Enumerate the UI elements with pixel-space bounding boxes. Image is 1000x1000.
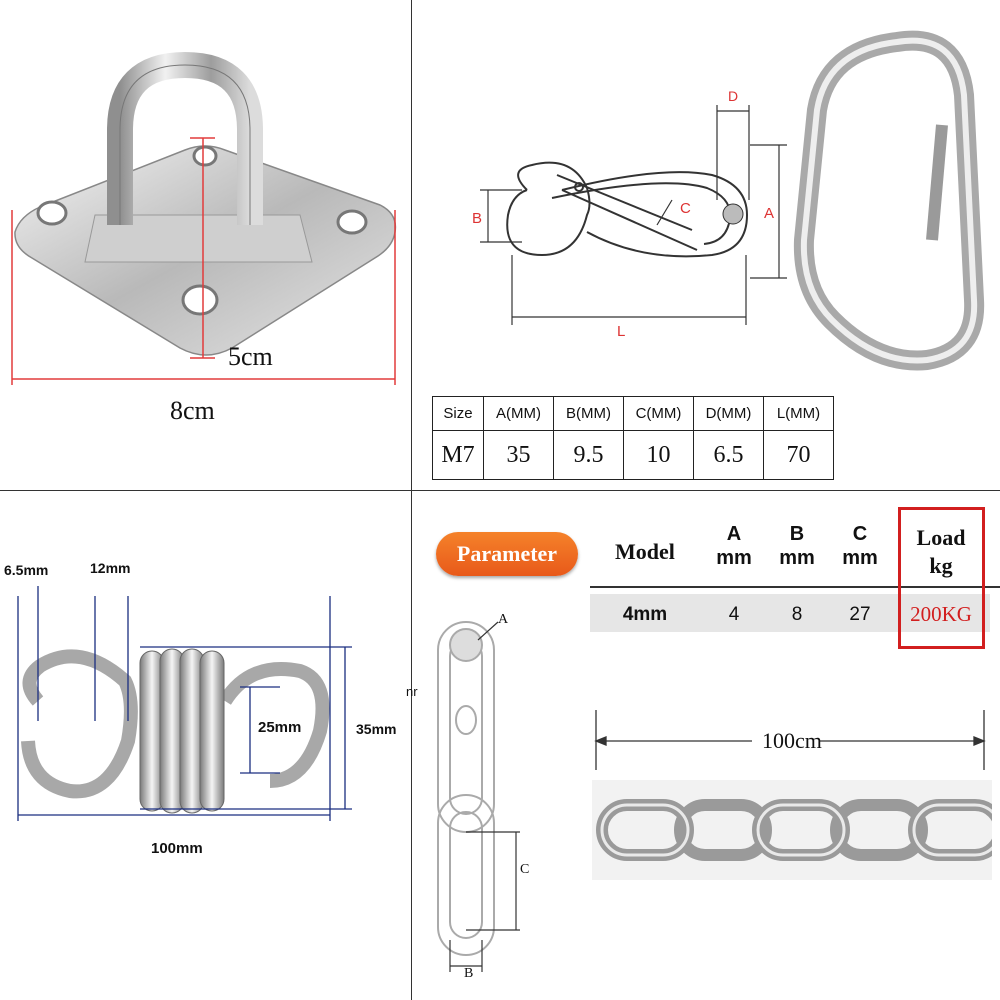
load-highlight-box bbox=[898, 507, 985, 649]
stray-text: nr bbox=[406, 684, 418, 699]
length-label: 100mm bbox=[151, 840, 203, 857]
header-load: Load kg bbox=[903, 524, 979, 580]
table-row: M7 35 9.5 10 6.5 70 bbox=[432, 430, 834, 480]
header-rule bbox=[590, 586, 1000, 588]
table-row bbox=[590, 594, 990, 632]
spring-image bbox=[17, 586, 352, 821]
height-label: 35mm bbox=[356, 721, 397, 737]
row-a: 4 bbox=[728, 604, 740, 625]
table-cell: 70 bbox=[763, 430, 834, 480]
header-a-unit: mm bbox=[716, 547, 752, 569]
header-a: A mm bbox=[712, 522, 756, 570]
header-b: B mm bbox=[775, 522, 819, 570]
chain-label-c: C bbox=[520, 862, 530, 877]
carabiner-drawing bbox=[480, 30, 985, 371]
header-model: Model bbox=[615, 539, 675, 564]
header-b-unit: mm bbox=[779, 547, 815, 569]
pad-eye-plate-image bbox=[11, 51, 397, 385]
row-b: 8 bbox=[791, 604, 803, 625]
header-load-top: Load bbox=[916, 525, 966, 550]
chain-length-dimension bbox=[594, 710, 986, 770]
table-header-row: Size A(MM) B(MM) C(MM) D(MM) L(MM) bbox=[432, 396, 834, 431]
row-c: 27 bbox=[849, 604, 871, 625]
label-b: B bbox=[472, 210, 483, 227]
parameter-badge: Parameter bbox=[436, 532, 578, 576]
table-header: Size bbox=[432, 396, 484, 431]
label-l: L bbox=[617, 323, 626, 340]
table-header: C(MM) bbox=[623, 396, 694, 431]
gap-label: 6.5mm bbox=[4, 562, 49, 578]
label-a: A bbox=[764, 205, 775, 222]
header-c-unit: mm bbox=[842, 547, 878, 569]
table-header: D(MM) bbox=[693, 396, 764, 431]
table-header: B(MM) bbox=[553, 396, 624, 431]
chain-link-diagram bbox=[437, 621, 520, 972]
header-a-top: A bbox=[726, 523, 742, 545]
inner-diameter-label: 25mm bbox=[258, 719, 302, 736]
chain-label-a: A bbox=[498, 612, 509, 627]
height-label: 5cm bbox=[228, 342, 273, 371]
table-cell: 6.5 bbox=[693, 430, 764, 480]
header-b-top: B bbox=[789, 523, 805, 545]
table-cell: M7 bbox=[432, 430, 484, 480]
hook-label: 12mm bbox=[90, 560, 131, 576]
header-load-unit: kg bbox=[929, 553, 953, 578]
vertical-divider bbox=[411, 0, 412, 1000]
table-header: L(MM) bbox=[763, 396, 834, 431]
chain-photo bbox=[592, 780, 992, 880]
chain-label-b: B bbox=[464, 966, 474, 981]
table-cell: 9.5 bbox=[553, 430, 624, 480]
pad-eye-panel: 5cm 8cm bbox=[0, 0, 411, 490]
table-cell: 35 bbox=[483, 430, 554, 480]
width-label: 8cm bbox=[170, 396, 215, 425]
spring-panel: 6.5mm 12mm 25mm 35mm 100mm bbox=[0, 491, 411, 1000]
row-model: 4mm bbox=[622, 604, 668, 625]
chain-length-label: 100cm bbox=[762, 728, 822, 753]
table-cell: 10 bbox=[623, 430, 694, 480]
header-c: C mm bbox=[838, 522, 882, 570]
row-load: 200KG bbox=[910, 602, 972, 626]
label-d: D bbox=[728, 88, 739, 104]
horizontal-divider bbox=[0, 490, 1000, 491]
header-c-top: C bbox=[852, 523, 868, 545]
table-header: A(MM) bbox=[483, 396, 554, 431]
carabiner-spec-table: Size A(MM) B(MM) C(MM) D(MM) L(MM) M7 35… bbox=[432, 396, 834, 480]
label-c: C bbox=[680, 200, 691, 217]
